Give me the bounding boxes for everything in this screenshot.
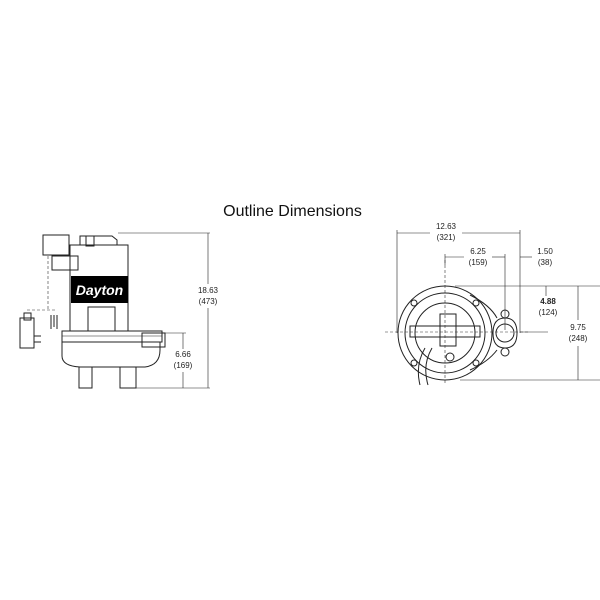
height-discharge-mm: (169)	[174, 361, 193, 370]
discharge-offset-mm: (38)	[538, 258, 553, 267]
plug-icon	[19, 312, 58, 349]
drawing-line	[50, 201, 90, 240]
drawing-line	[445, 352, 455, 362]
depth-overall-mm: (248)	[569, 334, 588, 343]
drawing-line	[492, 317, 518, 349]
depth-overall-in: 9.75	[570, 323, 586, 332]
height-overall-in: 18.63	[198, 286, 219, 295]
drawing-line	[472, 299, 480, 307]
drawing-line	[85, 235, 95, 247]
drawing-line	[469, 294, 498, 319]
discharge-depth-in: 4.88	[540, 297, 556, 306]
drawing-line	[23, 312, 32, 321]
discharge-port	[141, 332, 166, 348]
drawing-line	[410, 359, 418, 367]
height-overall-mm: (473)	[199, 297, 218, 306]
brand-label: Dayton	[76, 282, 123, 298]
height-discharge-in: 6.66	[175, 350, 191, 359]
center-to-discharge-in: 6.25	[470, 247, 486, 256]
drawing-line	[61, 330, 163, 343]
center-to-discharge-mm: (159)	[469, 258, 488, 267]
drawing-line	[472, 359, 480, 367]
drawing-line	[50, 315, 58, 329]
discharge-offset-in: 1.50	[537, 247, 553, 256]
width-overall-in: 12.63	[436, 222, 457, 231]
drawing-line	[19, 317, 35, 349]
drawing-line	[51, 255, 79, 271]
float-switch-box	[42, 234, 70, 256]
drawing-line	[469, 349, 498, 371]
brand-plate	[71, 276, 128, 303]
drawing-line	[78, 367, 137, 389]
drawing-line	[87, 306, 116, 332]
pump-top-view: 12.63 (321) 6.25 (159) 1.50 (38) 4.88 (1…	[385, 222, 600, 386]
width-overall-mm: (321)	[437, 233, 456, 242]
drawing-line	[410, 299, 480, 367]
pump-side-view: Dayton 18.63 (473) 6.66 (169)	[19, 201, 219, 389]
discharge-depth-mm: (124)	[539, 308, 558, 317]
drawing-line	[61, 342, 161, 368]
drawing-line	[417, 347, 433, 386]
drawing-line	[439, 313, 457, 347]
drawing-line	[79, 235, 118, 245]
diagram-title: Outline Dimensions	[223, 203, 362, 220]
drawing-line	[410, 299, 418, 307]
drawing-line	[500, 347, 510, 357]
